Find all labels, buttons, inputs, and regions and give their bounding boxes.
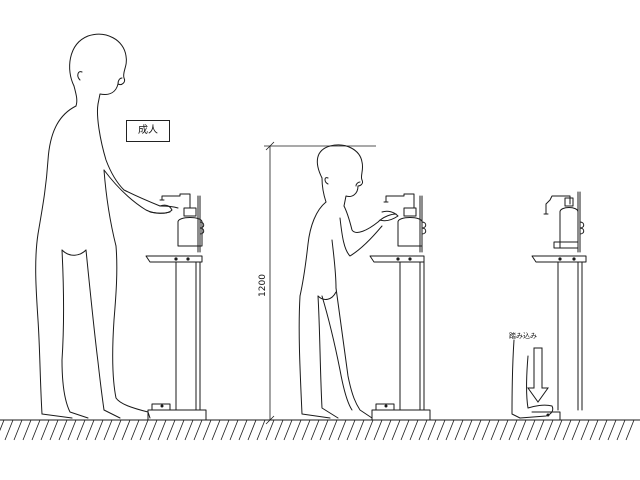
hatch-line [454,419,464,441]
hatch-line [436,419,446,441]
hatch-line [346,419,356,441]
hatch-line [382,419,392,441]
hatch-line [67,419,77,441]
hatch-line [4,419,14,441]
hatch-line [247,419,257,441]
child-figure [298,144,399,419]
hatch-line [184,419,194,441]
hatch-line [355,419,365,441]
hatch-line [409,419,419,441]
hatch-line [562,419,572,441]
hatch-line [274,419,284,441]
hatch-line [472,419,482,441]
down-arrow [527,347,549,403]
hatch-line [391,419,401,441]
hatch-line [220,419,230,441]
hatch-line [589,419,599,441]
hatch-line [400,419,410,441]
hatch-line [337,419,347,441]
hatch-line [193,419,203,441]
hatch-line [139,419,149,441]
hatch-line [535,419,545,441]
dimension-label: 1200 [257,274,268,297]
hatch-line [418,419,428,441]
hatch-line [598,419,608,441]
hatch-line [49,419,59,441]
hatch-line [319,419,329,441]
hatch-line [580,419,590,441]
hatch-line [526,419,536,441]
dispenser-stand [369,193,431,421]
hatch-line [499,419,509,441]
hatch-line [121,419,131,441]
hatch-line [508,419,518,441]
hatch-line [616,419,626,441]
soap-bottle [397,207,423,247]
soap-bottle [559,197,579,249]
hatch-line [283,419,293,441]
hatch-line [517,419,527,441]
hatch-line [553,419,563,441]
label-pedal: 踏み込み [509,332,537,340]
hatch-line [481,419,491,441]
hatch-line [13,419,23,441]
hatch-line [364,419,374,441]
label-adult: 成人 [126,120,170,142]
hatch-line [103,419,113,441]
hatch-line [445,419,455,441]
hatch-line [0,419,5,432]
hatch-line [607,419,617,441]
hatch-line [292,419,302,441]
hatch-line [58,419,68,441]
dimension-line [264,141,376,425]
hatch-line [328,419,338,441]
hatch-line [76,419,86,441]
dispenser-stand [145,193,207,421]
dispenser-stand [511,191,587,421]
adult-figure [35,33,179,419]
floor [0,419,640,441]
hatch-line [85,419,95,441]
floor-hatching [0,419,635,441]
hatch-line [112,419,122,441]
hatch-line [148,419,158,441]
hatch-line [373,419,383,441]
soap-bottle [177,207,203,247]
hatch-line [463,419,473,441]
hatch-line [175,419,185,441]
hatch-line [301,419,311,441]
hatch-line [130,419,140,441]
hatch-line [238,419,248,441]
hatch-line [94,419,104,441]
hatch-line [490,419,500,441]
hatch-line [265,419,275,441]
hatch-line [544,419,554,441]
hatch-line [571,419,581,441]
hatch-line [22,419,32,441]
hatch-line [310,419,320,441]
hatch-line [31,419,41,441]
hatch-line [625,419,635,441]
hatch-line [256,419,266,441]
hatch-line [166,419,176,441]
hatch-line [202,419,212,441]
hatch-line [229,419,239,441]
hatch-line [40,419,50,441]
hatch-line [157,419,167,441]
hatch-line [427,419,437,441]
hatch-line [211,419,221,441]
